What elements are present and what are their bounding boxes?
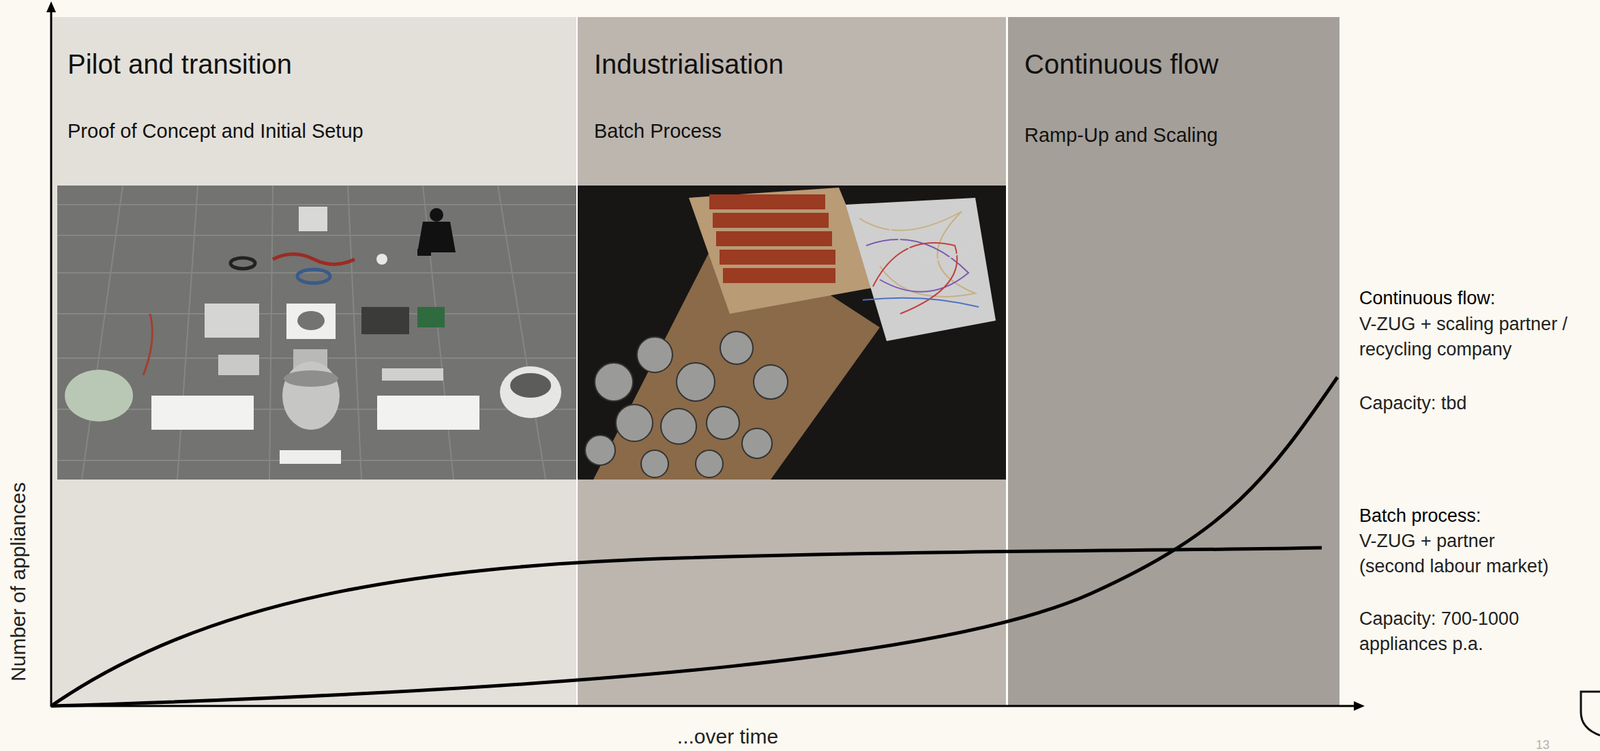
band-ground — [1008, 17, 1340, 706]
side-note: Capacity: tbd — [1359, 390, 1592, 417]
band-ground — [577, 17, 1006, 706]
axis-label: ...over time — [677, 724, 779, 749]
side-heading: Continuous flow: — [1359, 285, 1592, 311]
phase-subtitle: Batch Process — [594, 119, 722, 143]
page-number: 13 — [1535, 736, 1564, 751]
phase-band: IndustrialisationBatch Process — [577, 17, 1006, 706]
phase-title: Continuous flow — [1024, 48, 1219, 80]
logo-shield — [1580, 691, 1600, 736]
y-axis — [50, 9, 53, 707]
band-ground — [51, 17, 577, 706]
side-note: Capacity: 700-1000 appliances p.a. — [1359, 606, 1592, 657]
continuous-curve — [51, 377, 1338, 706]
x-axis — [50, 705, 1356, 708]
phase-title: Industrialisation — [594, 48, 784, 80]
phase-title: Pilot and transition — [67, 48, 292, 80]
side-note: V-ZUG + partner (second labour market) — [1359, 528, 1558, 580]
phase-subtitle: Ramp-Up and Scaling — [1024, 123, 1219, 147]
photo-disassembly — [57, 185, 577, 480]
batch-curve — [51, 547, 1322, 706]
phase-band: Pilot and transitionProof of Concept and… — [51, 17, 577, 706]
phase-subtitle: Proof of Concept and Initial Setup — [67, 119, 364, 143]
photo-components — [577, 185, 1006, 480]
phase-band: Continuous flowRamp-Up and Scaling — [1008, 17, 1340, 706]
side-note: V-ZUG + scaling partner / recycling comp… — [1359, 311, 1592, 363]
axis-label: Number of appliances — [6, 482, 31, 682]
side-heading: Batch process: — [1359, 503, 1592, 529]
